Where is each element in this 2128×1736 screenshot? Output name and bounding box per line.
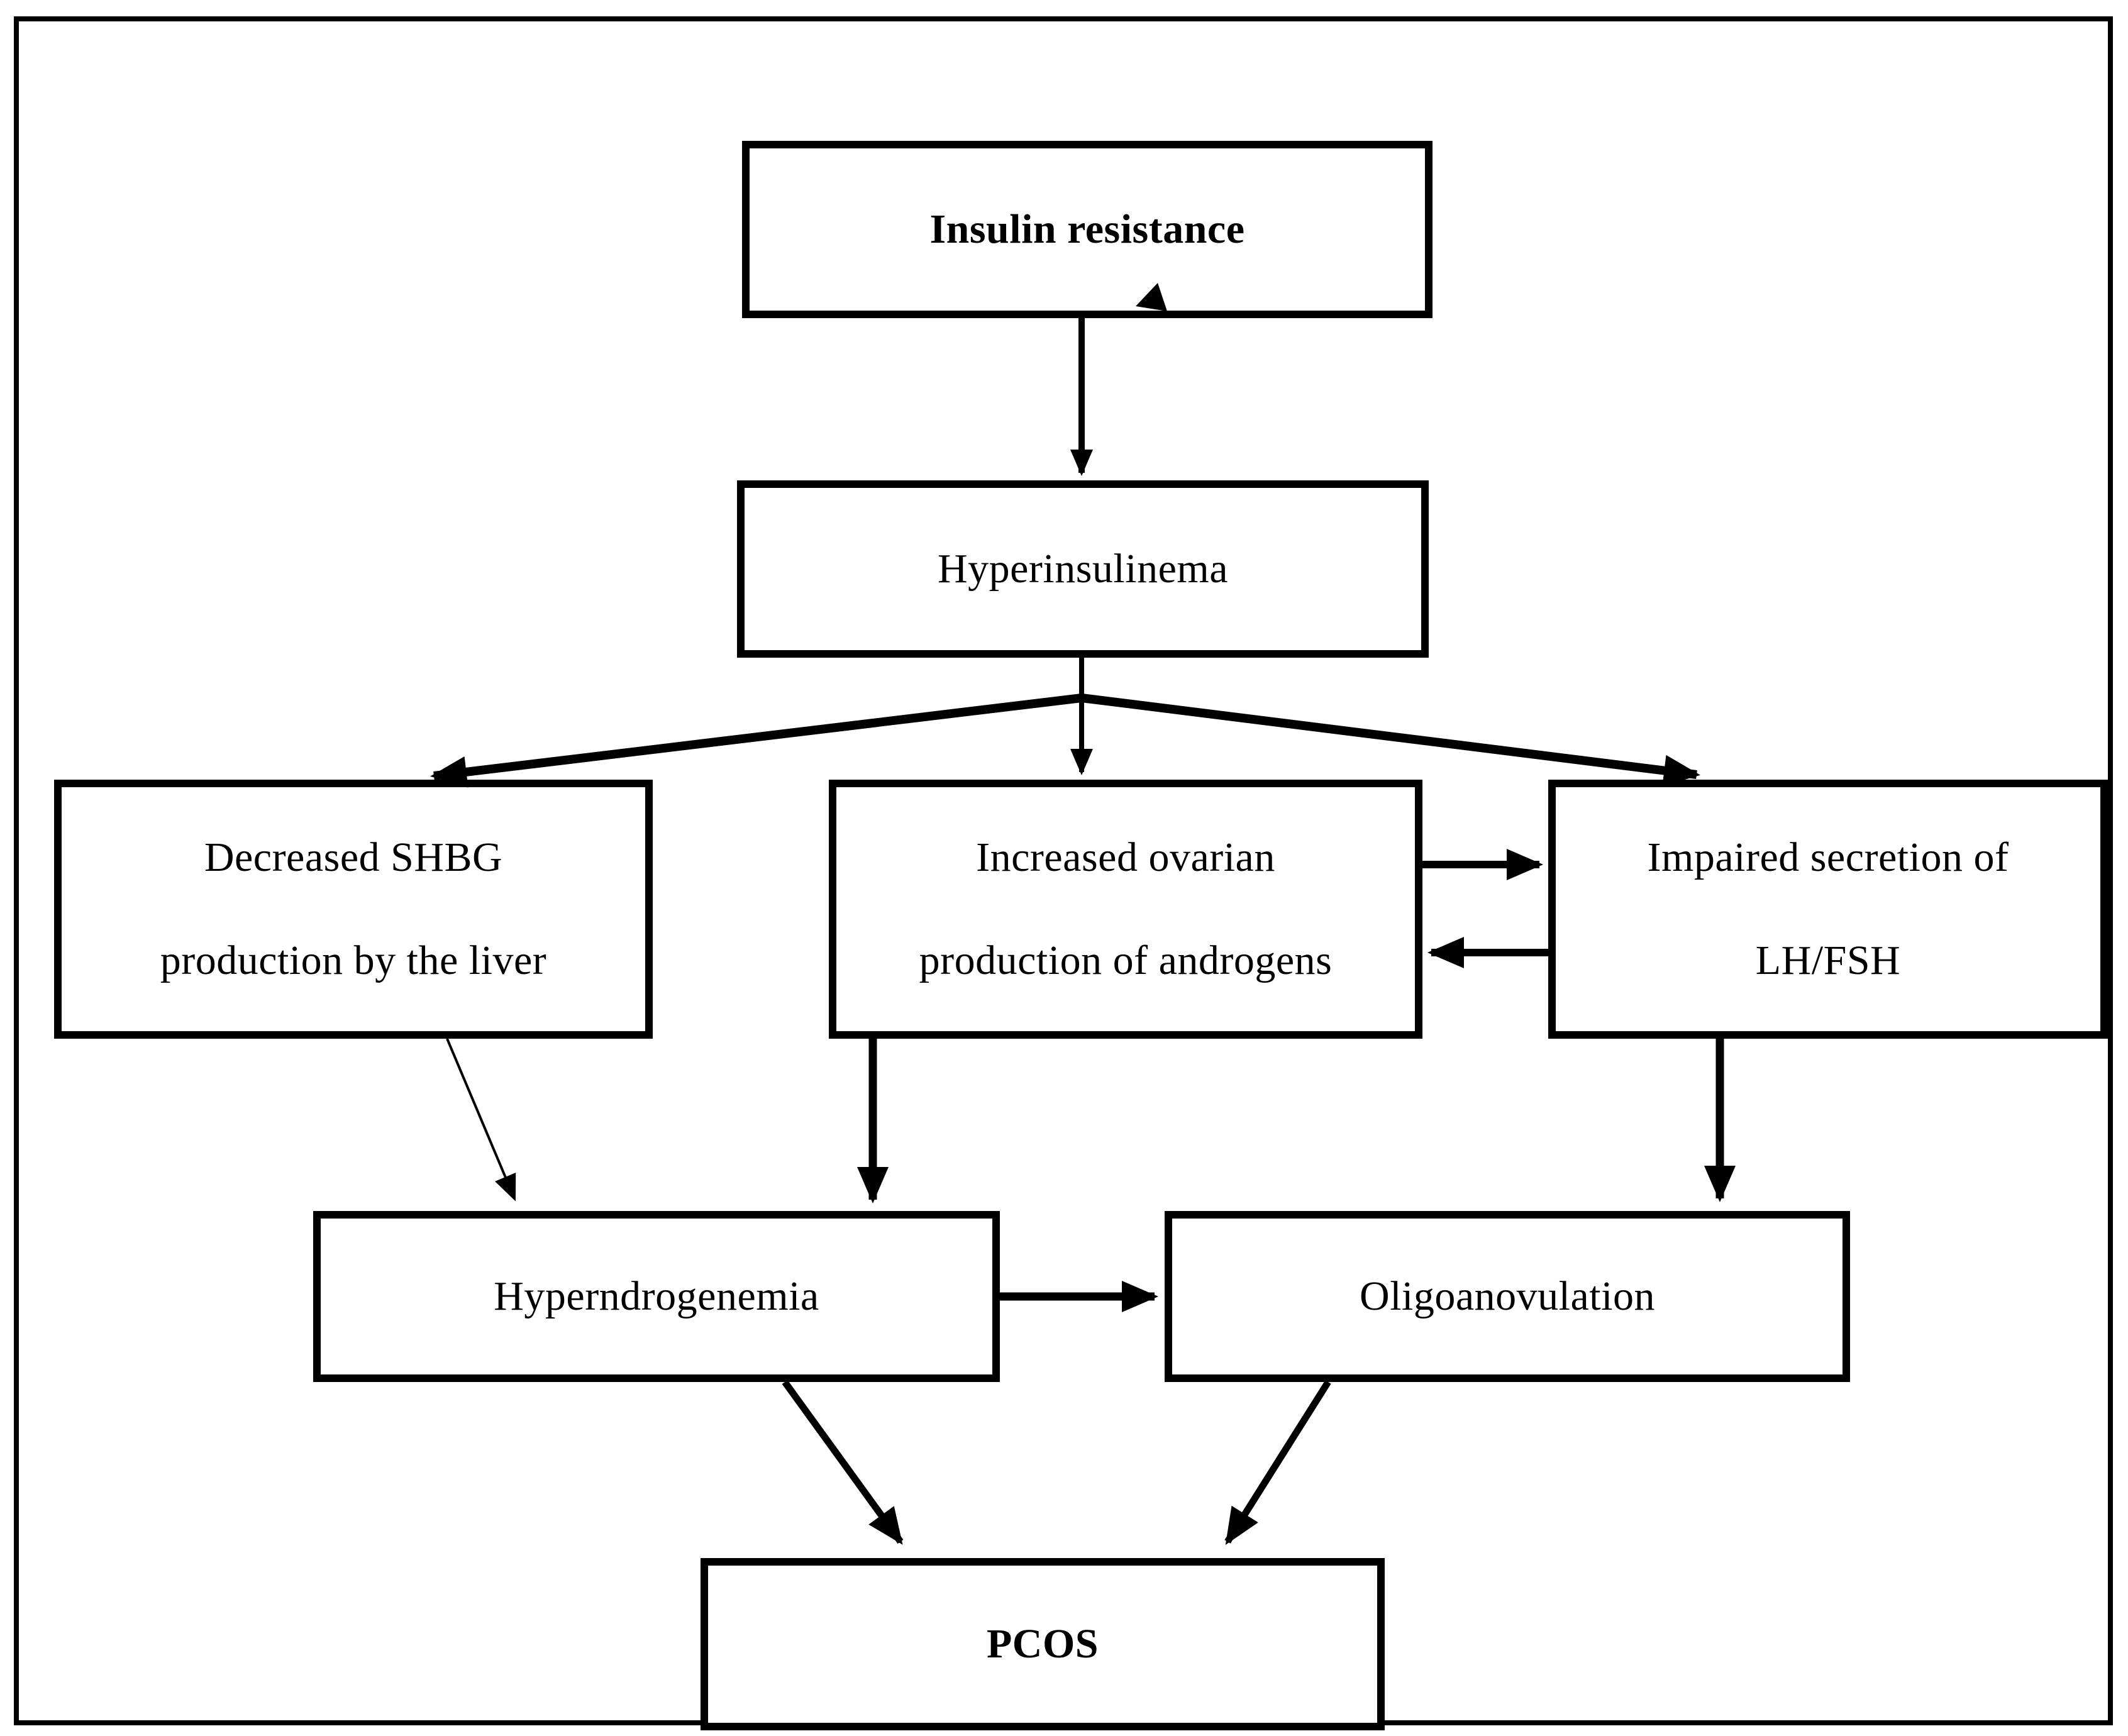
box-oligoanovulation-label: Oligoanovulation bbox=[1360, 1273, 1655, 1320]
box-insulin-resistance-label: Insulin resistance bbox=[929, 206, 1245, 253]
box-pcos-label: PCOS bbox=[986, 1621, 1099, 1667]
box-pcos: PCOS bbox=[701, 1558, 1385, 1730]
box-decreased-shbg: Decreased SHBG production by the liver bbox=[54, 780, 653, 1039]
box-insulin-resistance: Insulin resistance bbox=[742, 141, 1433, 318]
box-increased-ovarian-androgens-line1: Increased ovarian bbox=[976, 834, 1275, 881]
box-increased-ovarian-androgens: Increased ovarian production of androgen… bbox=[829, 780, 1422, 1039]
box-decreased-shbg-line1: Decreased SHBG bbox=[204, 834, 503, 881]
box-hyperandrogenemia: Hyperndrogenemia bbox=[313, 1211, 1000, 1382]
box-decreased-shbg-line2: production by the liver bbox=[160, 937, 547, 983]
box-oligoanovulation: Oligoanovulation bbox=[1165, 1211, 1850, 1382]
box-hyperandrogenemia-label: Hyperndrogenemia bbox=[494, 1273, 819, 1320]
box-hyperinsulinema: Hyperinsulinema bbox=[737, 480, 1429, 658]
box-hyperinsulinema-label: Hyperinsulinema bbox=[937, 546, 1229, 592]
box-impaired-lh-fsh: Impaired secretion of LH/FSH bbox=[1548, 780, 2108, 1039]
box-increased-ovarian-androgens-line2: production of androgens bbox=[919, 937, 1333, 983]
box-impaired-lh-fsh-line1: Impaired secretion of bbox=[1647, 834, 2009, 881]
box-impaired-lh-fsh-line2: LH/FSH bbox=[1755, 937, 1901, 983]
